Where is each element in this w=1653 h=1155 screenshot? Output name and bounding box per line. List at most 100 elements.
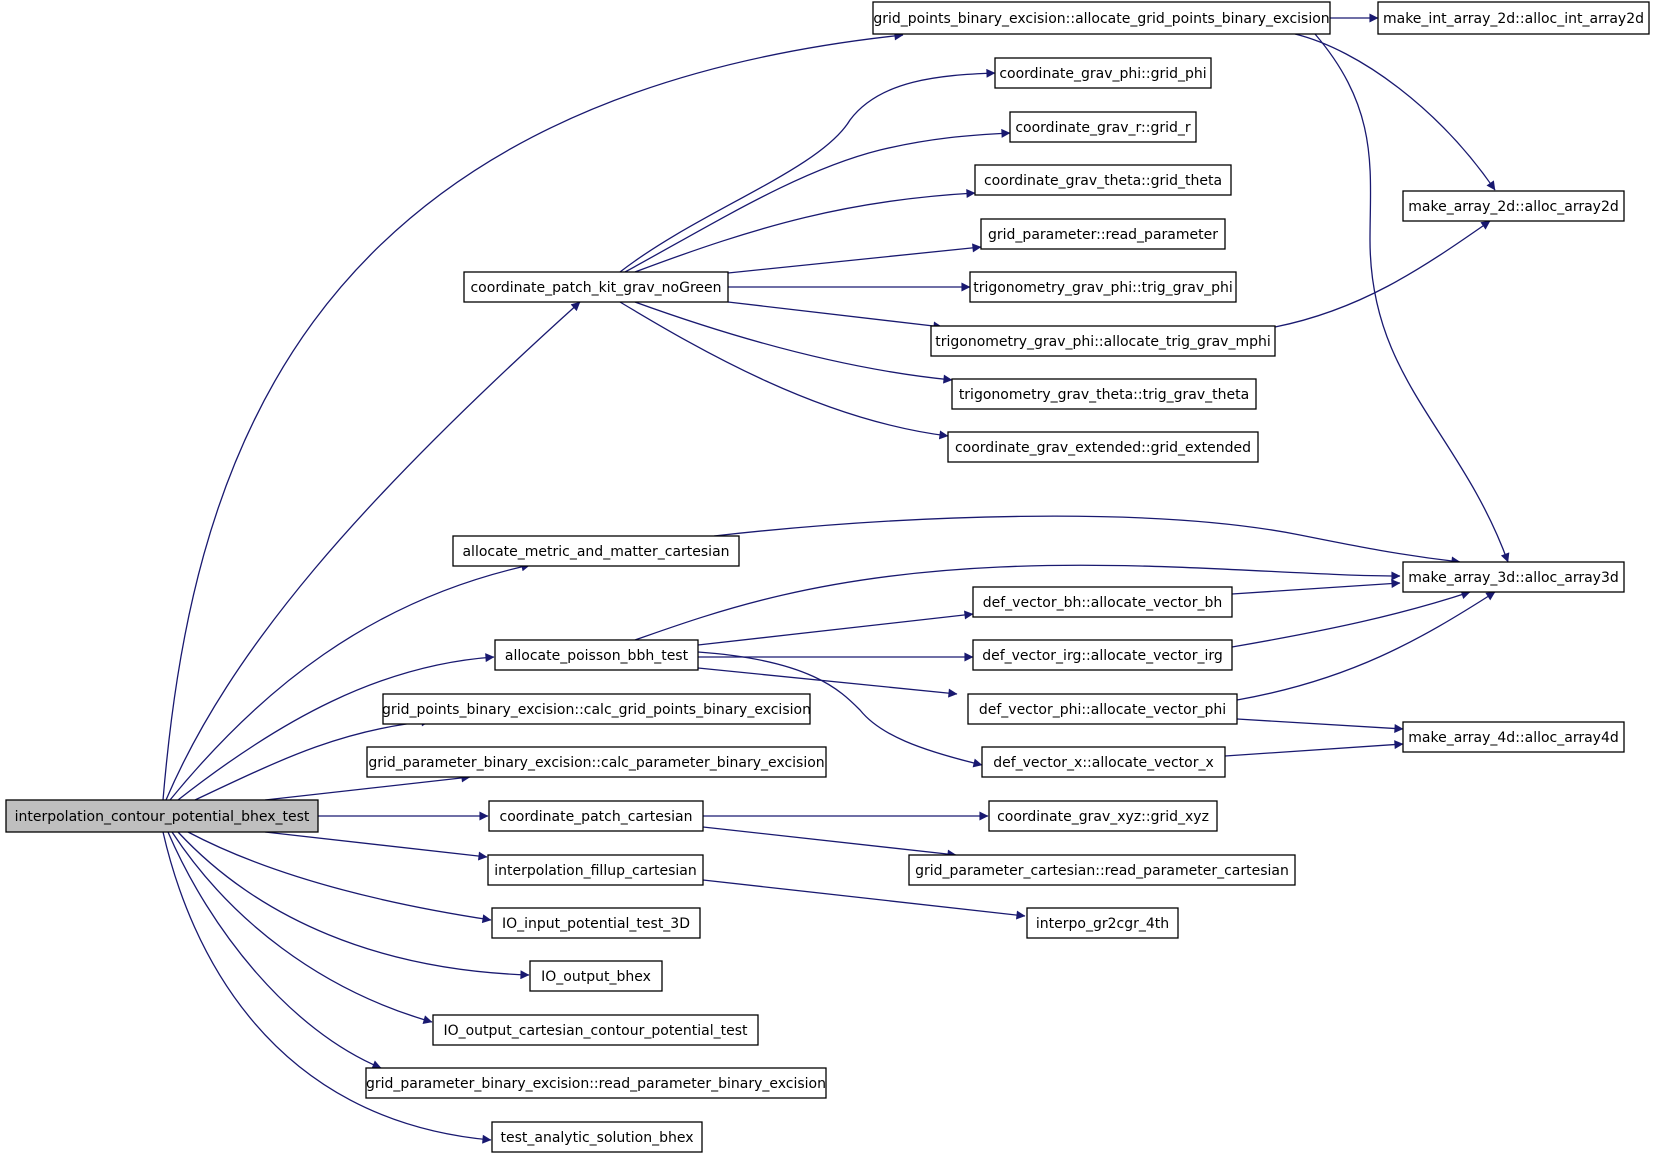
- node-vec_phi[interactable]: def_vector_phi::allocate_vector_phi: [967, 693, 1238, 725]
- edge-cpkgng-trig_theta: [634, 301, 953, 384]
- node-trig_phi-label: trigonometry_grav_phi::trig_grav_phi: [973, 280, 1233, 296]
- edge-vec_irg-arr3d: [1231, 590, 1471, 648]
- edge-root-ifc: [264, 831, 488, 861]
- edge-apbt-vec_phi: [697, 667, 958, 698]
- edge-root-apbt: [177, 653, 495, 801]
- edge-apbt-vec_bh: [697, 610, 974, 646]
- node-apbt-label: allocate_poisson_bbh_test: [505, 648, 689, 664]
- edge-root-calc_param: [264, 773, 471, 801]
- node-read_cart-label: grid_parameter_cartesian::read_parameter…: [915, 863, 1289, 879]
- edge-root-cpkgng: [165, 301, 581, 801]
- node-io_out[interactable]: IO_output_bhex: [529, 960, 663, 992]
- node-arr4d[interactable]: make_array_4d::alloc_array4d: [1402, 721, 1625, 753]
- edge-vec_bh-arr3d: [1231, 579, 1401, 595]
- node-io_in[interactable]: IO_input_potential_test_3D: [491, 907, 701, 939]
- edge-root-io_out: [177, 831, 530, 980]
- node-vec_phi-label: def_vector_phi::allocate_vector_phi: [979, 702, 1226, 718]
- node-int2d[interactable]: make_int_array_2d::alloc_int_array2d: [1377, 1, 1650, 35]
- node-grid_ext-label: coordinate_grav_extended::grid_extended: [955, 440, 1251, 456]
- node-io_out-label: IO_output_bhex: [541, 969, 651, 985]
- node-tasb-label: test_analytic_solution_bhex: [500, 1130, 693, 1146]
- edge-vec_x-arr4d: [1224, 740, 1404, 757]
- node-read_bex[interactable]: grid_parameter_binary_excision::read_par…: [365, 1067, 827, 1099]
- node-trig_mphi[interactable]: trigonometry_grav_phi::allocate_trig_gra…: [930, 325, 1276, 357]
- node-trig_mphi-label: trigonometry_grav_phi::allocate_trig_gra…: [935, 334, 1271, 350]
- edge-root-amamc: [169, 562, 531, 801]
- node-vec_x-label: def_vector_x::allocate_vector_x: [993, 755, 1214, 771]
- edge-layer: [162, 13, 1510, 1144]
- edge-apbt-vec_x: [697, 651, 983, 768]
- node-trig_phi[interactable]: trigonometry_grav_phi::trig_grav_phi: [969, 271, 1237, 303]
- edge-root-read_bex: [167, 831, 382, 1069]
- node-read_param-label: grid_parameter::read_parameter: [988, 227, 1218, 243]
- node-trig_theta-label: trigonometry_grav_theta::trig_grav_theta: [959, 387, 1249, 403]
- node-interpo[interactable]: interpo_gr2cgr_4th: [1026, 907, 1179, 939]
- edge-root-tasb: [162, 831, 492, 1144]
- node-ifc[interactable]: interpolation_fillup_cartesian: [487, 854, 704, 886]
- edge-root-calc_gp: [194, 717, 431, 801]
- node-arr4d-label: make_array_4d::alloc_array4d: [1408, 730, 1619, 746]
- node-cpkgng[interactable]: coordinate_patch_kit_grav_noGreen: [463, 271, 729, 303]
- edge-ifc-interpo: [702, 879, 1026, 920]
- node-grid_phi[interactable]: coordinate_grav_phi::grid_phi: [994, 57, 1212, 89]
- node-arr3d-label: make_array_3d::alloc_array3d: [1408, 570, 1619, 586]
- node-cpkgng-label: coordinate_patch_kit_grav_noGreen: [470, 280, 721, 296]
- edge-cpkgng-grid_theta: [634, 188, 976, 273]
- node-interpo-label: interpo_gr2cgr_4th: [1036, 916, 1169, 932]
- node-amamc[interactable]: allocate_metric_and_matter_cartesian: [452, 535, 740, 567]
- node-apbt[interactable]: allocate_poisson_bbh_test: [494, 639, 699, 671]
- node-arr2d[interactable]: make_array_2d::alloc_array2d: [1402, 190, 1625, 222]
- node-grid_phi-label: coordinate_grav_phi::grid_phi: [999, 66, 1206, 82]
- node-layer: interpolation_contour_potential_bhex_tes…: [5, 1, 1650, 1153]
- node-vec_irg[interactable]: def_vector_irg::allocate_vector_irg: [972, 639, 1233, 671]
- edge-cpkgng-grid_r: [624, 128, 1011, 273]
- node-calc_gp[interactable]: grid_points_binary_excision::calc_grid_p…: [382, 693, 811, 725]
- node-vec_irg-label: def_vector_irg::allocate_vector_irg: [982, 648, 1223, 664]
- node-calc_gp-label: grid_points_binary_excision::calc_grid_p…: [382, 702, 811, 718]
- edge-gpbe_alloc-arr3d: [1314, 33, 1510, 563]
- node-vec_bh-label: def_vector_bh::allocate_vector_bh: [983, 595, 1223, 611]
- node-grid_theta-label: coordinate_grav_theta::grid_theta: [984, 173, 1222, 189]
- node-calc_param-label: grid_parameter_binary_excision::calc_par…: [368, 755, 824, 771]
- node-read_param[interactable]: grid_parameter::read_parameter: [980, 218, 1226, 250]
- edge-amamc-arr3d: [713, 515, 1461, 566]
- node-grid_theta[interactable]: coordinate_grav_theta::grid_theta: [974, 164, 1232, 196]
- node-trig_theta[interactable]: trigonometry_grav_theta::trig_grav_theta: [951, 378, 1257, 410]
- node-root[interactable]: interpolation_contour_potential_bhex_tes…: [5, 799, 319, 833]
- node-tasb[interactable]: test_analytic_solution_bhex: [491, 1121, 703, 1153]
- node-grid_xyz-label: coordinate_grav_xyz::grid_xyz: [997, 809, 1209, 825]
- edge-vec_phi-arr3d: [1236, 591, 1496, 701]
- node-int2d-label: make_int_array_2d::alloc_int_array2d: [1383, 11, 1644, 27]
- edge-root-io_cart: [171, 831, 433, 1024]
- edge-gpbe_alloc-arr2d: [1294, 33, 1496, 191]
- edge-root-io_in: [187, 831, 492, 924]
- node-grid_r[interactable]: coordinate_grav_r::grid_r: [1009, 111, 1197, 143]
- node-cpc[interactable]: coordinate_patch_cartesian: [488, 800, 704, 832]
- node-root-label: interpolation_contour_potential_bhex_tes…: [15, 809, 310, 825]
- node-io_in-label: IO_input_potential_test_3D: [502, 916, 690, 932]
- node-calc_param[interactable]: grid_parameter_binary_excision::calc_par…: [366, 746, 827, 778]
- node-read_cart[interactable]: grid_parameter_cartesian::read_parameter…: [908, 854, 1296, 886]
- edge-cpc-read_cart: [702, 826, 957, 859]
- node-grid_xyz[interactable]: coordinate_grav_xyz::grid_xyz: [988, 800, 1218, 832]
- node-io_cart-label: IO_output_cartesian_contour_potential_te…: [443, 1023, 748, 1039]
- edge-cpkgng-grid_ext: [619, 301, 949, 440]
- edge-root-gpbe_alloc: [162, 31, 904, 801]
- node-read_bex-label: grid_parameter_binary_excision::read_par…: [366, 1076, 826, 1092]
- node-vec_bh[interactable]: def_vector_bh::allocate_vector_bh: [972, 586, 1233, 618]
- node-arr3d[interactable]: make_array_3d::alloc_array3d: [1402, 561, 1625, 593]
- node-ifc-label: interpolation_fillup_cartesian: [494, 863, 697, 879]
- node-gpbe_alloc-label: grid_points_binary_excision::allocate_gr…: [873, 11, 1329, 27]
- edge-vec_phi-arr4d: [1236, 718, 1404, 733]
- node-amamc-label: allocate_metric_and_matter_cartesian: [462, 544, 729, 560]
- node-arr2d-label: make_array_2d::alloc_array2d: [1408, 199, 1619, 215]
- node-grid_ext[interactable]: coordinate_grav_extended::grid_extended: [947, 431, 1259, 463]
- node-gpbe_alloc[interactable]: grid_points_binary_excision::allocate_gr…: [872, 1, 1331, 35]
- node-grid_r-label: coordinate_grav_r::grid_r: [1015, 120, 1191, 136]
- node-cpc-label: coordinate_patch_cartesian: [500, 809, 693, 825]
- edge-apbt-arr3d: [634, 564, 1401, 641]
- node-io_cart[interactable]: IO_output_cartesian_contour_potential_te…: [432, 1014, 759, 1046]
- node-vec_x[interactable]: def_vector_x::allocate_vector_x: [981, 746, 1226, 778]
- edge-cpkgng-trig_mphi: [727, 301, 943, 331]
